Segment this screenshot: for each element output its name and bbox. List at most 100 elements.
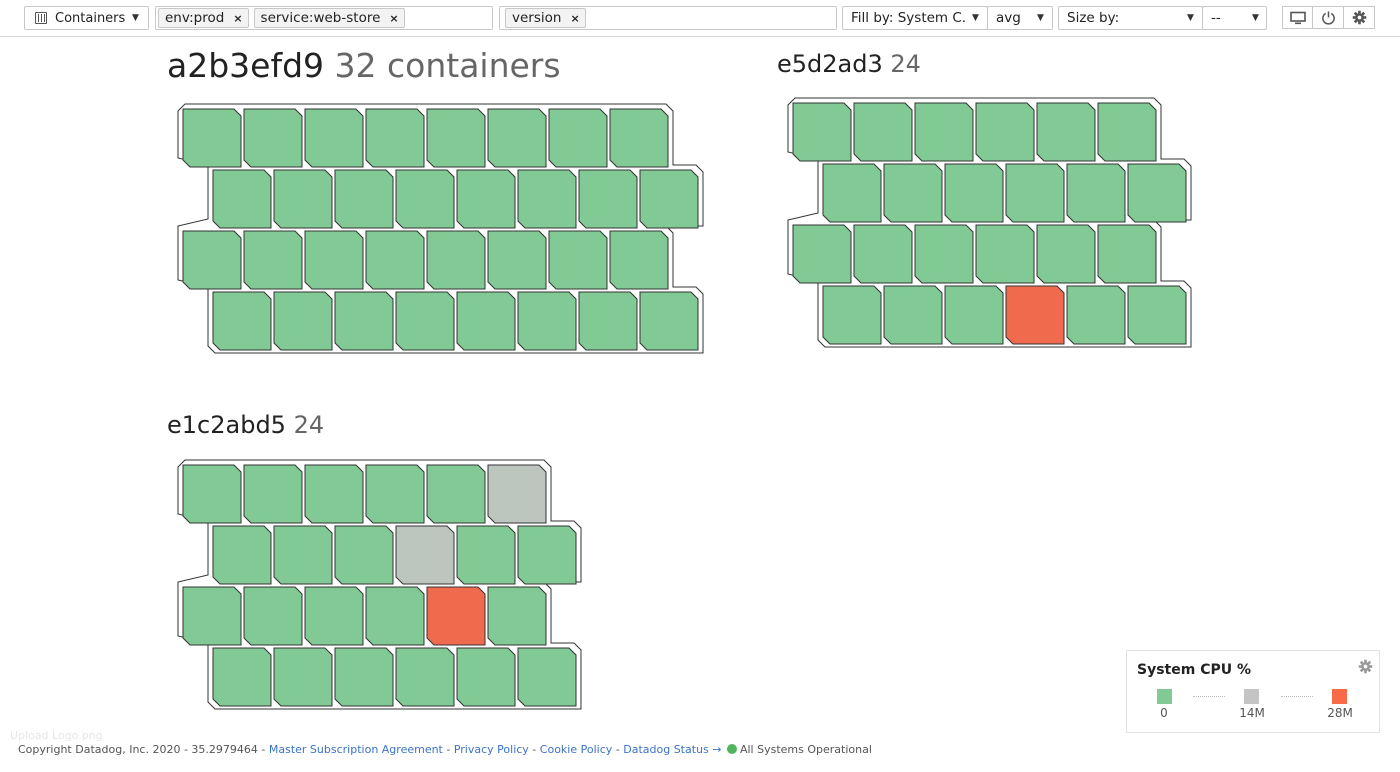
fill-by-select[interactable]: Fill by: System C... ▼	[842, 6, 988, 30]
container-tile[interactable]	[1097, 102, 1157, 162]
container-tile[interactable]	[334, 169, 394, 229]
container-tile[interactable]	[914, 224, 974, 284]
container-tile[interactable]	[609, 108, 669, 168]
container-tile[interactable]	[334, 291, 394, 351]
container-tile[interactable]	[426, 586, 486, 646]
container-tile[interactable]	[914, 102, 974, 162]
filter-tag[interactable]: env:prod×	[158, 8, 249, 28]
container-tile[interactable]	[426, 230, 486, 290]
container-tile[interactable]	[883, 163, 943, 223]
container-tile[interactable]	[334, 647, 394, 707]
tv-mode-button[interactable]	[1282, 6, 1313, 29]
container-tile[interactable]	[365, 464, 425, 524]
remove-tag-icon[interactable]: ×	[570, 11, 580, 25]
size-by-select[interactable]: Size by: ▼	[1058, 6, 1203, 30]
container-tile[interactable]	[212, 291, 272, 351]
container-tile[interactable]	[395, 169, 455, 229]
container-tile[interactable]	[456, 169, 516, 229]
container-tile[interactable]	[944, 285, 1004, 345]
container-tile[interactable]	[487, 464, 547, 524]
container-tile[interactable]	[517, 169, 577, 229]
container-tile[interactable]	[365, 230, 425, 290]
container-tile[interactable]	[304, 464, 364, 524]
container-tile[interactable]	[578, 291, 638, 351]
container-tile[interactable]	[1097, 224, 1157, 284]
container-tile[interactable]	[273, 525, 333, 585]
container-tile[interactable]	[212, 647, 272, 707]
privacy-link[interactable]: Privacy Policy	[453, 743, 529, 756]
group-tag[interactable]: version×	[505, 8, 586, 28]
container-tile[interactable]	[395, 291, 455, 351]
container-tile[interactable]	[304, 586, 364, 646]
container-tile[interactable]	[304, 230, 364, 290]
size-value-select[interactable]: -- ▼	[1202, 6, 1267, 30]
container-tile[interactable]	[548, 108, 608, 168]
container-tile[interactable]	[975, 102, 1035, 162]
container-tile[interactable]	[273, 291, 333, 351]
container-tile[interactable]	[517, 525, 577, 585]
container-tile[interactable]	[487, 230, 547, 290]
container-tile[interactable]	[487, 108, 547, 168]
container-tile[interactable]	[243, 108, 303, 168]
container-tile[interactable]	[517, 647, 577, 707]
msa-link[interactable]: Master Subscription Agreement	[268, 743, 443, 756]
container-tile[interactable]	[182, 586, 242, 646]
container-tile[interactable]	[365, 586, 425, 646]
container-tile[interactable]	[243, 464, 303, 524]
container-tile[interactable]	[517, 291, 577, 351]
container-tile[interactable]	[1036, 224, 1096, 284]
container-tile[interactable]	[304, 108, 364, 168]
container-tile[interactable]	[853, 102, 913, 162]
container-tile[interactable]	[548, 230, 608, 290]
container-tile[interactable]	[639, 169, 699, 229]
container-tile[interactable]	[975, 224, 1035, 284]
container-tile[interactable]	[365, 108, 425, 168]
scope-select[interactable]: Containers ▼	[24, 6, 149, 30]
container-tile[interactable]	[456, 525, 516, 585]
container-tile[interactable]	[212, 525, 272, 585]
container-tile[interactable]	[487, 586, 547, 646]
group-by-input[interactable]: version×	[499, 6, 837, 30]
container-tile[interactable]	[212, 169, 272, 229]
container-tile[interactable]	[456, 291, 516, 351]
container-tile[interactable]	[1127, 163, 1187, 223]
remove-tag-icon[interactable]: ×	[233, 11, 243, 25]
aggregation-select[interactable]: avg ▼	[987, 6, 1053, 30]
container-tile[interactable]	[1127, 285, 1187, 345]
container-tile[interactable]	[182, 230, 242, 290]
container-tile[interactable]	[1005, 285, 1065, 345]
container-tile[interactable]	[792, 102, 852, 162]
container-tile[interactable]	[395, 525, 455, 585]
container-tile[interactable]	[609, 230, 669, 290]
container-tile[interactable]	[639, 291, 699, 351]
container-tile[interactable]	[273, 647, 333, 707]
container-tile[interactable]	[426, 464, 486, 524]
container-tile[interactable]	[792, 224, 852, 284]
settings-button[interactable]	[1344, 6, 1375, 29]
container-tile[interactable]	[853, 224, 913, 284]
container-tile[interactable]	[456, 647, 516, 707]
container-tile[interactable]	[273, 169, 333, 229]
container-tile[interactable]	[243, 586, 303, 646]
container-tile[interactable]	[578, 169, 638, 229]
container-tile[interactable]	[1066, 163, 1126, 223]
cookie-link[interactable]: Cookie Policy	[539, 743, 613, 756]
status-link[interactable]: Datadog Status →	[623, 743, 722, 756]
container-tile[interactable]	[182, 108, 242, 168]
container-tile[interactable]	[426, 108, 486, 168]
container-tile[interactable]	[1036, 102, 1096, 162]
power-button[interactable]	[1313, 6, 1344, 29]
filter-tag[interactable]: service:web-store×	[253, 8, 405, 28]
container-tile[interactable]	[1005, 163, 1065, 223]
gear-icon[interactable]	[1358, 659, 1373, 674]
remove-tag-icon[interactable]: ×	[389, 11, 399, 25]
container-tile[interactable]	[243, 230, 303, 290]
container-tile[interactable]	[182, 464, 242, 524]
container-tile[interactable]	[822, 285, 882, 345]
container-tile[interactable]	[395, 647, 455, 707]
container-tile[interactable]	[822, 163, 882, 223]
container-tile[interactable]	[944, 163, 1004, 223]
container-tile[interactable]	[883, 285, 943, 345]
container-tile[interactable]	[334, 525, 394, 585]
filter-input[interactable]: env:prod× service:web-store×	[155, 6, 493, 30]
